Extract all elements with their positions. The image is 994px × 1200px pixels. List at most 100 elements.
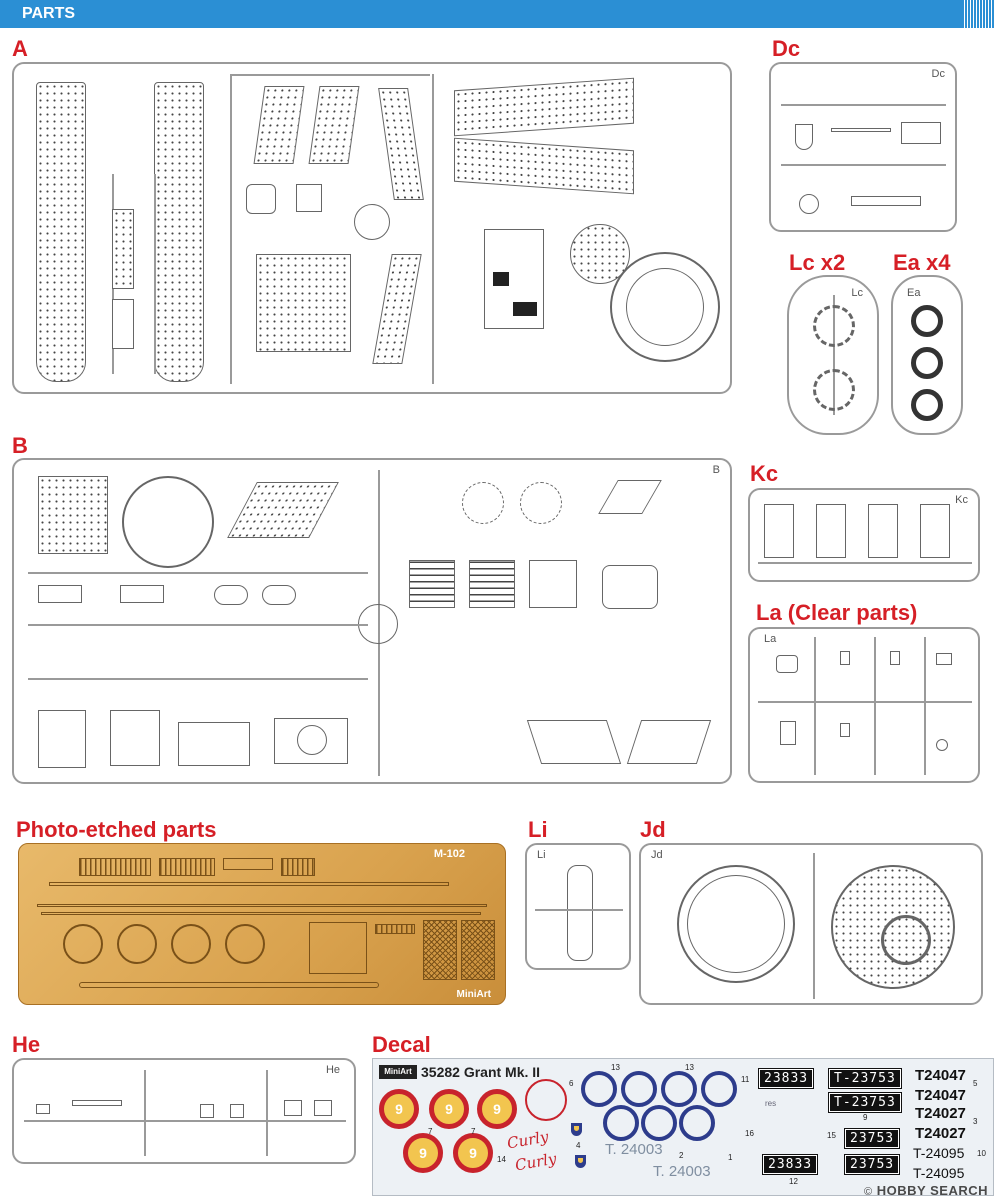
turret-ring-small-part	[570, 224, 630, 284]
blue-ring-decal-4	[701, 1071, 737, 1107]
cupola-part	[602, 565, 658, 609]
fender-part-d	[378, 88, 424, 200]
fender-part-b	[308, 86, 360, 164]
pe-strip-part-b	[49, 882, 449, 886]
turret-ring-inner-part	[626, 268, 704, 346]
box-part-b	[529, 560, 577, 608]
decal-num-6: 6	[569, 1079, 574, 1088]
decal-num-12: 12	[789, 1177, 798, 1186]
grille-part-a	[409, 560, 455, 608]
door-part-d	[920, 504, 950, 558]
serial-23753-b: 23753	[843, 1154, 901, 1175]
serial-t24095-a: T-24095	[913, 1145, 965, 1161]
wedge-part	[598, 480, 662, 514]
sprue-a	[12, 62, 732, 394]
sprue-kc-tag: Kc	[955, 494, 968, 506]
sponson-top-part	[454, 77, 634, 137]
sprue-ea-label: Ea x4	[893, 250, 951, 275]
serial-t24027-b: T24027	[915, 1125, 966, 1142]
pe-grille-part-c	[281, 858, 315, 876]
vision-block-part	[780, 721, 796, 745]
pe-sheet-code: M-102	[433, 848, 465, 860]
plate-23833-b: 23833	[761, 1154, 819, 1175]
sprue-kc-label: Kc	[750, 461, 779, 486]
sprue-b-tag: B	[712, 464, 720, 476]
sprue-b-label: B	[12, 433, 28, 458]
hull-side-right-part	[154, 82, 204, 382]
decal-num-3: 3	[973, 1117, 978, 1126]
small-part-d	[262, 585, 296, 605]
he-part-e	[284, 1100, 302, 1116]
pe-disc-part-c	[171, 924, 211, 964]
serial-t24003-a: T. 24003	[605, 1141, 663, 1158]
fender-part-a	[253, 86, 305, 164]
mantlet-part	[567, 865, 593, 961]
sprue-ea-tag: Ea	[907, 287, 921, 299]
decal-num-9: 9	[863, 1113, 868, 1122]
serial-t24047-a: T24047	[915, 1067, 966, 1084]
decal-num-15: 15	[827, 1131, 836, 1140]
sprue-li-label: Li	[528, 817, 548, 842]
plate-23833-a: 23833	[757, 1068, 815, 1089]
tool-handle-part	[831, 128, 891, 132]
pe-disc-part-b	[117, 924, 157, 964]
sprue-b: B	[12, 458, 732, 784]
decal-num-14: 14	[497, 1155, 506, 1164]
turret-ring-large-part	[610, 252, 720, 362]
shovel-part	[795, 124, 813, 150]
roundel-decal-1: 9	[379, 1089, 419, 1129]
sprue-li: Li	[525, 843, 631, 970]
seat-part	[38, 710, 86, 768]
arc-part-b	[520, 482, 562, 524]
sprue-lc-label: Lc x2	[789, 250, 846, 275]
transmission-cover-part	[484, 229, 544, 329]
watermark-text: HOBBY SEARCH	[876, 1183, 988, 1198]
he-part-f	[314, 1100, 332, 1116]
decal-num-13b: 13	[685, 1063, 694, 1072]
pe-strip-part-d	[41, 912, 481, 915]
sprue-dc-label: Dc	[772, 36, 801, 61]
decal-num-11: 11	[741, 1075, 750, 1084]
blue-ring-decal-2	[621, 1071, 657, 1107]
sprue-jd-label: Jd	[640, 817, 666, 842]
header-tick-pattern	[964, 0, 994, 28]
page-title: PARTS	[22, 5, 76, 22]
bin-part	[110, 710, 160, 766]
roundel-decal-5: 9	[453, 1133, 493, 1173]
road-wheel-part-b	[911, 347, 943, 379]
pe-grille-part-d	[375, 924, 415, 934]
decal-num-7b: 7	[471, 1127, 476, 1136]
curly-decal-b: Curly	[513, 1149, 558, 1175]
roundel-decal-2: 9	[429, 1089, 469, 1129]
small-part-a	[38, 585, 82, 603]
decal-num-10: 10	[977, 1149, 986, 1158]
hull-side-left-part	[36, 82, 86, 382]
grille-part-b	[469, 560, 515, 608]
drive-sprocket-part-a	[813, 305, 855, 347]
lens-part-a	[840, 651, 850, 665]
ring-part	[122, 476, 214, 568]
road-wheel-part-c	[911, 389, 943, 421]
serial-t24003-b: T. 24003	[653, 1163, 711, 1180]
sprue-dc: Dc	[769, 62, 957, 232]
he-part-d	[230, 1104, 244, 1118]
decal-brand-logo: MiniArt	[379, 1065, 417, 1079]
sprue-a-label: A	[12, 36, 28, 61]
decal-sheet: MiniArt 35282 Grant Mk. II 9 9 9 9 9 7 7…	[372, 1058, 994, 1196]
roundel-decal-3: 9	[477, 1089, 517, 1129]
pe-mesh-part-b	[461, 920, 495, 980]
sprue-jd: Jd	[639, 843, 983, 1005]
res-decal: res	[765, 1099, 777, 1108]
pe-grille-part-a	[79, 858, 151, 876]
shield-decal-b	[575, 1155, 586, 1168]
hatch-part	[246, 184, 276, 214]
pe-disc-part-a	[63, 924, 103, 964]
serial-t24095-b: T-24095	[913, 1165, 965, 1181]
sprue-he-label: He	[12, 1032, 41, 1057]
pe-disc-part-d	[225, 924, 265, 964]
serial-t23753-a: T-23753	[828, 1068, 902, 1089]
periscope-part	[776, 655, 798, 673]
lens-part-d	[840, 723, 850, 737]
pe-strip-part-a	[223, 858, 273, 870]
sprue-lc: Lc	[787, 275, 879, 435]
